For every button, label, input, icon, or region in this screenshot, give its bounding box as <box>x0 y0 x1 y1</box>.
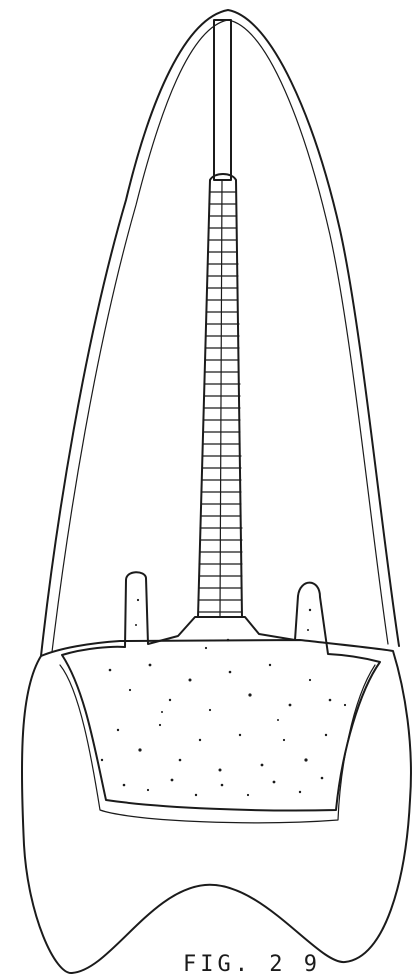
figure-caption: FIG. 2 9 <box>183 952 321 977</box>
canal-post-apex <box>214 20 231 180</box>
threaded-post <box>198 174 242 617</box>
crown-outline <box>22 640 411 973</box>
pulp-chamber-filling <box>62 572 380 810</box>
filling-speckles <box>101 599 346 796</box>
enamel-lining <box>60 665 375 823</box>
